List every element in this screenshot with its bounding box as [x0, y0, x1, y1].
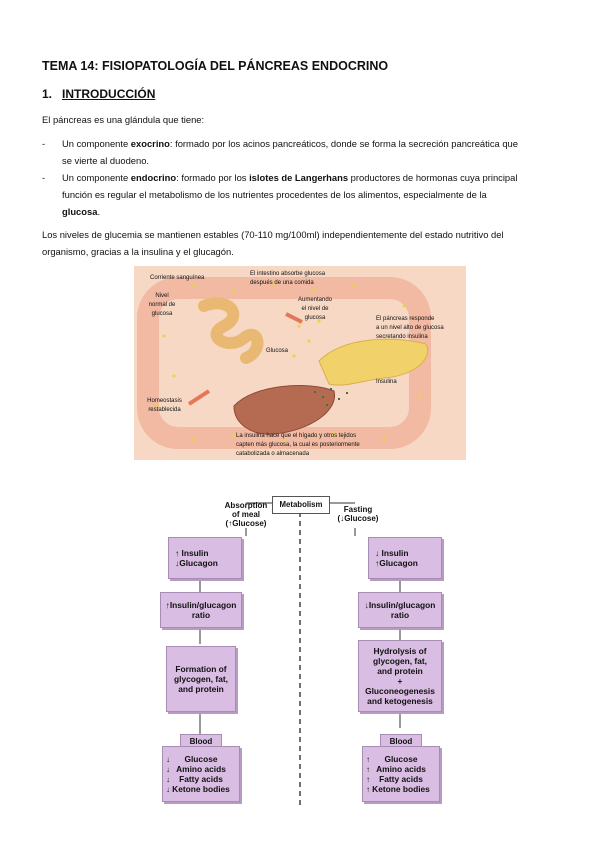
left-down-arrows-icon: ↓↓↓↓ [166, 755, 170, 794]
left-header-line3: (↑Glucose) [225, 519, 267, 528]
right-ratio-line2: ratio [390, 610, 410, 620]
left-header-line1: Absorption [224, 501, 268, 510]
arrow-homeostasis [187, 389, 211, 406]
bullet-2-end: . [97, 206, 101, 217]
insulin-dots [314, 388, 348, 406]
label-bottom: La insulina hace que el hígado y otros t… [236, 433, 360, 457]
right-hydrolysis-line5: Gluconeogenesis [365, 686, 435, 696]
right-header: Fasting (↓Glucose) [330, 505, 386, 523]
bullet-1-text: : formado por los acinos pancreáticos, d… [169, 138, 518, 149]
right-header-line1: Fasting [343, 505, 373, 514]
right-blood-ketone: Ketone bodies [372, 784, 430, 794]
left-formation-line2: glycogen, fat, [174, 674, 228, 684]
glucose-regulation-figure [134, 266, 466, 460]
label-nivel: Nivel normal de glucosa [148, 293, 176, 317]
bullet-2-bold2: islotes de Langerhans [249, 172, 349, 183]
bullet-2-text-b: productores de hormonas cuya principal [348, 172, 518, 183]
bullet-2-bold: endocrino [130, 172, 177, 183]
left-header-line2: of meal [231, 510, 260, 519]
right-insulin-line2: ↑Glucagon [375, 558, 418, 568]
section-title: INTRODUCCIÓN [62, 87, 156, 101]
left-blood-fatty: Fatty acids [179, 774, 223, 784]
liver-shape [233, 385, 335, 435]
bullet-2-text-a: : formado por los [176, 172, 250, 183]
right-ratio-line1: ↓Insulin/glucagon [364, 600, 436, 610]
right-arrows-icon: ↑↑↑↑ [366, 755, 370, 794]
left-formation-line3: and protein [178, 684, 224, 694]
right-header-line2: (↓Glucose) [337, 514, 379, 523]
left-ratio-line1: ↑Insulin/glucagon [165, 600, 237, 610]
bullet-dash-1: - [42, 138, 46, 149]
right-blood-fatty: Fatty acids [379, 774, 423, 784]
right-insulin-box: ↓ Insulin ↑Glucagon [368, 537, 442, 579]
section-number: 1. [42, 87, 53, 101]
right-hydrolysis-line3: and protein [377, 666, 423, 676]
right-blood-glucose: Glucose [384, 754, 418, 764]
paragraph-2-line2: organismo, gracias a la insulina y el gl… [42, 246, 234, 257]
right-hydrolysis-line6: and ketogenesis [367, 696, 433, 706]
label-pancreas: El páncreas responde a un nivel alto de … [376, 316, 444, 340]
pancreas-shape [318, 338, 429, 386]
label-insulina: Insulina [376, 379, 397, 385]
label-homeostasis: Homeostasis restablecida [147, 398, 182, 413]
left-formation-box: Formation of glycogen, fat, and protein [166, 646, 236, 712]
paragraph-2: Los niveles de glucemia se mantienen est… [42, 226, 557, 260]
section-heading: 1. INTRODUCCIÓN [42, 87, 155, 101]
right-hydrolysis-plus: + [397, 676, 403, 686]
left-blood-amino: Amino acids [176, 764, 226, 774]
right-ratio-box: ↓Insulin/glucagon ratio [358, 592, 442, 628]
label-glucosa: Glucosa [266, 348, 289, 354]
right-insulin-line1: ↓ Insulin [375, 548, 409, 558]
bullet-2: Un componente endocrino: formado por los… [62, 169, 562, 220]
right-blood-amino: Amino acids [376, 764, 426, 774]
metabolism-box: Metabolism [272, 496, 330, 514]
left-formation-line1: Formation of [175, 664, 227, 674]
paragraph-2-line1: Los niveles de glucemia se mantienen est… [42, 229, 504, 240]
right-hydrolysis-line2: glycogen, fat, [373, 656, 427, 666]
bullet-1-pre: Un componente [62, 138, 131, 149]
left-insulin-line2: ↓Glucagon [175, 558, 218, 568]
bullet-dash-2: - [42, 172, 46, 183]
intestine-shape [198, 297, 264, 364]
page-title: TEMA 14: FISIOPATOLOGÍA DEL PÁNCREAS END… [42, 59, 389, 73]
right-blood-box: Glucose Amino acids Fatty acids Ketone b… [362, 746, 440, 802]
bullet-2-glucosa: glucosa [62, 206, 98, 217]
bullet-2-line2: función es regular el metabolismo de los… [62, 189, 487, 200]
bullet-1-line2: se vierte al duodeno. [62, 155, 150, 166]
bullet-2-pre: Un componente [62, 172, 131, 183]
arrow-up [285, 312, 303, 324]
label-aumentando: Aumentando el nivel de glucosa [297, 297, 333, 321]
left-ratio-box: ↑Insulin/glucagon ratio [160, 592, 242, 628]
label-intestino: El intestino absorbe glucosa después de … [250, 271, 326, 286]
right-hydrolysis-box: Hydrolysis of glycogen, fat, and protein… [358, 640, 442, 712]
left-blood-ketone: Ketone bodies [172, 784, 230, 794]
left-insulin-line1: ↑ Insulin [175, 548, 209, 558]
right-hydrolysis-line1: Hydrolysis of [373, 646, 427, 656]
left-ratio-line2: ratio [191, 610, 211, 620]
left-blood-glucose: Glucose [184, 754, 218, 764]
left-insulin-box: ↑ Insulin ↓Glucagon [168, 537, 242, 579]
label-corriente: Corriente sanguínea [150, 275, 205, 281]
intro-text: El páncreas es una glándula que tiene: [42, 114, 205, 125]
bullet-1: Un componente exocrino: formado por los … [62, 135, 562, 169]
left-blood-box: Glucose Amino acids Fatty acids Ketone b… [162, 746, 240, 802]
left-header: Absorption of meal (↑Glucose) [214, 501, 278, 528]
bullet-1-bold: exocrino [130, 138, 170, 149]
